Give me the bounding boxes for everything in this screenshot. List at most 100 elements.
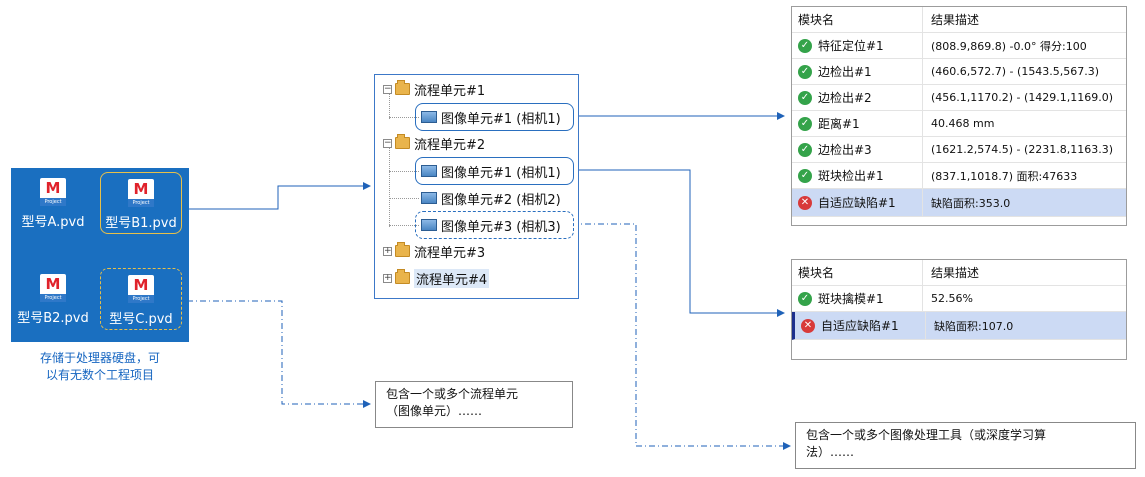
tree-guide bbox=[389, 147, 390, 227]
tree-node-image1-flow2[interactable]: 图像单元#1 (相机1) bbox=[421, 161, 561, 181]
tree-guide bbox=[389, 93, 390, 119]
tree-node-flow2[interactable]: − 流程单元#2 bbox=[383, 133, 485, 153]
tree-node-label: 流程单元#2 bbox=[414, 137, 486, 153]
image-unit-icon bbox=[421, 192, 437, 204]
module-name: 边检出#2 bbox=[818, 91, 872, 105]
module-name: 斑块检出#1 bbox=[818, 169, 884, 183]
result-desc: (456.1,1170.2) - (1429.1,1169.0) bbox=[931, 91, 1114, 104]
module-name: 边检出#1 bbox=[818, 65, 872, 79]
check-circle-icon: ✓ bbox=[798, 168, 812, 183]
selection-outline bbox=[415, 157, 574, 185]
tree-guide bbox=[389, 171, 419, 172]
tree-node-image3-flow2[interactable]: 图像单元#3 (相机3) bbox=[421, 215, 561, 235]
tree-node-label: 图像单元#1 (相机1) bbox=[441, 111, 561, 127]
check-circle-icon: ✓ bbox=[798, 142, 812, 157]
column-header-result: 结果描述 bbox=[931, 266, 980, 280]
table-row[interactable]: ✓ 特征定位#1 (808.9,869.8) -0.0° 得分:100 bbox=[792, 33, 1126, 59]
project-caption: 存储于处理器硬盘，可 以有无数个工程项目 bbox=[11, 350, 189, 384]
module-name: 边检出#3 bbox=[818, 143, 872, 157]
tree-node-image1-flow1[interactable]: 图像单元#1 (相机1) bbox=[421, 107, 561, 127]
table-row[interactable]: ✓斑块擒模#1 52.56% bbox=[792, 286, 1126, 312]
results-table-bottom: 模块名 结果描述 ✓斑块擒模#1 52.56% ✕自适应缺陷#1 缺陷面积:10… bbox=[791, 259, 1127, 360]
project-file-name: 型号A.pvd bbox=[21, 215, 85, 230]
module-name: 自适应缺陷#1 bbox=[818, 196, 896, 210]
project-file-name: 型号B2.pvd bbox=[17, 311, 89, 326]
folder-icon bbox=[395, 134, 410, 149]
image-unit-icon bbox=[421, 111, 437, 123]
module-name: 斑块擒模#1 bbox=[818, 292, 884, 306]
tree-node-label: 图像单元#1 (相机1) bbox=[441, 165, 561, 181]
collapse-icon[interactable]: − bbox=[383, 137, 392, 148]
results-table-top: 模块名 结果描述 ✓ 特征定位#1 (808.9,869.8) -0.0° 得分:… bbox=[791, 6, 1127, 226]
tree-node-label: 流程单元#4 bbox=[414, 268, 490, 288]
image-unit-icon bbox=[421, 219, 437, 231]
check-circle-icon: ✓ bbox=[798, 90, 812, 105]
selection-outline bbox=[415, 103, 574, 131]
flow-tree-panel: − 流程单元#1 图像单元#1 (相机1) − 流程单元#2 图像单元#1 (相… bbox=[374, 74, 579, 299]
column-header-result: 结果描述 bbox=[931, 13, 980, 27]
connector-project-to-flow-note bbox=[187, 300, 371, 408]
tree-node-flow1[interactable]: − 流程单元#1 bbox=[383, 79, 485, 99]
tree-guide bbox=[389, 198, 419, 199]
folder-icon bbox=[395, 80, 410, 95]
tree-node-flow4[interactable]: + 流程单元#4 bbox=[383, 268, 490, 288]
check-circle-icon: ✓ bbox=[798, 64, 812, 79]
tree-node-label: 图像单元#3 (相机3) bbox=[441, 219, 561, 235]
project-caption-line1: 存储于处理器硬盘，可 bbox=[39, 351, 160, 365]
module-name: 距离#1 bbox=[818, 117, 860, 131]
note-line: 法）…… bbox=[806, 445, 855, 459]
connector-image3-to-tool-note bbox=[572, 223, 791, 450]
module-name: 特征定位#1 bbox=[818, 39, 884, 53]
table-row[interactable]: ✓ 边检出#2 (456.1,1170.2) - (1429.1,1169.0) bbox=[792, 85, 1126, 111]
error-x-circle-icon: ✕ bbox=[798, 195, 812, 210]
result-desc: 缺陷面积:353.0 bbox=[931, 196, 1011, 210]
tree-node-label: 流程单元#1 bbox=[414, 83, 486, 99]
module-name: 自适应缺陷#1 bbox=[821, 319, 899, 333]
table-row-selected[interactable]: ✕ 自适应缺陷#1 缺陷面积:353.0 bbox=[792, 189, 1126, 217]
project-caption-line2: 以有无数个工程项目 bbox=[45, 368, 154, 382]
column-header-module: 模块名 bbox=[792, 7, 923, 32]
result-desc: (460.6,572.7) - (1543.5,567.3) bbox=[931, 65, 1100, 78]
result-desc: (808.9,869.8) -0.0° 得分:100 bbox=[931, 39, 1087, 53]
folder-icon bbox=[395, 269, 410, 284]
table-header: 模块名 结果描述 bbox=[792, 7, 1126, 33]
selection-outline-dashed bbox=[415, 211, 574, 239]
note-line: 包含一个或多个流程单元 bbox=[386, 387, 519, 401]
table-row[interactable]: ✓ 距离#1 40.468 mm bbox=[792, 111, 1126, 137]
check-circle-icon: ✓ bbox=[798, 291, 812, 306]
expand-icon[interactable]: + bbox=[383, 245, 392, 256]
result-desc: 缺陷面积:107.0 bbox=[934, 319, 1014, 333]
tree-node-image2-flow2[interactable]: 图像单元#2 (相机2) bbox=[421, 188, 561, 208]
result-desc: (837.1,1018.7) 面积:47633 bbox=[931, 169, 1078, 183]
check-circle-icon: ✓ bbox=[798, 38, 812, 53]
table-row-selected[interactable]: ✕ 自适应缺陷#1 缺陷面积:107.0 bbox=[792, 312, 1126, 340]
tree-guide bbox=[389, 225, 419, 226]
error-x-circle-icon: ✕ bbox=[801, 318, 815, 333]
expand-icon[interactable]: + bbox=[383, 272, 392, 283]
folder-icon bbox=[395, 242, 410, 257]
tree-guide bbox=[389, 117, 419, 118]
table-row[interactable]: ✓ 斑块检出#1 (837.1,1018.7) 面积:47633 bbox=[792, 163, 1126, 189]
tree-node-label: 图像单元#2 (相机2) bbox=[441, 192, 561, 208]
collapse-icon[interactable]: − bbox=[383, 83, 392, 94]
tree-node-flow3[interactable]: + 流程单元#3 bbox=[383, 241, 485, 261]
check-circle-icon: ✓ bbox=[798, 116, 812, 131]
table-row[interactable]: ✓ 边检出#3 (1621.2,574.5) - (2231.8,1163.3) bbox=[792, 137, 1126, 163]
column-header-module: 模块名 bbox=[792, 260, 923, 285]
note-line: 包含一个或多个图像处理工具（或深度学习算 bbox=[806, 428, 1047, 442]
result-desc: 40.468 mm bbox=[931, 117, 995, 130]
project-file-name: 型号C.pvd bbox=[109, 312, 173, 327]
table-row[interactable]: ✓ 边检出#1 (460.6,572.7) - (1543.5,567.3) bbox=[792, 59, 1126, 85]
result-desc: (1621.2,574.5) - (2231.8,1163.3) bbox=[931, 143, 1114, 156]
image-unit-icon bbox=[421, 165, 437, 177]
